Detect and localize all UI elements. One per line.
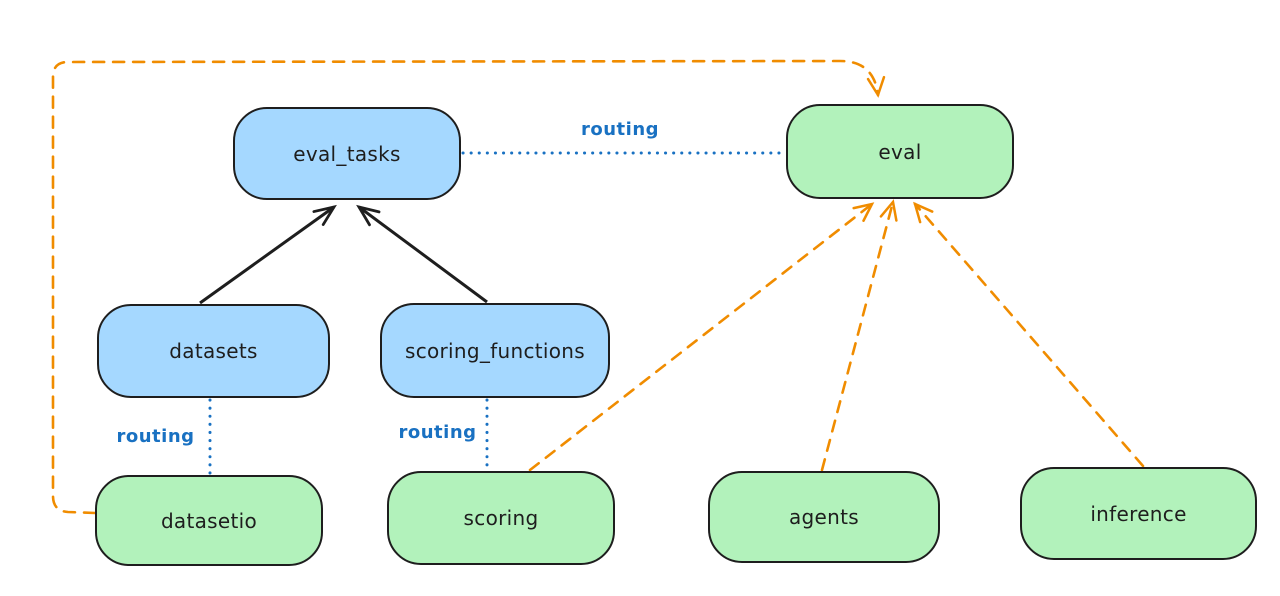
node-agents-label: agents: [789, 505, 859, 529]
node-datasetio-label: datasetio: [160, 508, 258, 533]
edge-scoring-to-eval: [528, 202, 875, 472]
edge-scoring-functions-to-eval-tasks: [356, 204, 488, 304]
node-datasets-label: datasets: [169, 339, 258, 363]
node-datasets: datasets: [97, 304, 330, 398]
routing-label-scoring-functions-to-scoring: routing: [398, 422, 477, 443]
node-datasetio: datasetio: [95, 475, 323, 566]
node-inference: inference: [1020, 467, 1257, 560]
node-eval-tasks-label: eval_tasks: [293, 141, 401, 166]
routing-label-datasets-to-datasetio: routing: [116, 426, 195, 447]
routing-label-eval-tasks-to-eval: routing: [580, 119, 660, 140]
node-scoring-functions: scoring_functions: [380, 303, 610, 398]
node-scoring: scoring: [387, 471, 615, 565]
node-scoring-functions-label: scoring_functions: [404, 338, 586, 363]
edge-datasets-to-eval-tasks: [199, 204, 337, 305]
node-eval: eval: [786, 104, 1014, 199]
edge-agents-to-eval: [820, 199, 898, 472]
node-agents: agents: [708, 471, 940, 563]
node-eval-label: eval: [878, 139, 922, 164]
node-scoring-label: scoring: [463, 506, 539, 530]
edge-inference-to-eval: [913, 201, 1145, 468]
edge-datasetio-to-eval-loop: [51, 59, 886, 515]
node-inference-label: inference: [1090, 501, 1187, 526]
node-eval-tasks: eval_tasks: [233, 107, 461, 200]
